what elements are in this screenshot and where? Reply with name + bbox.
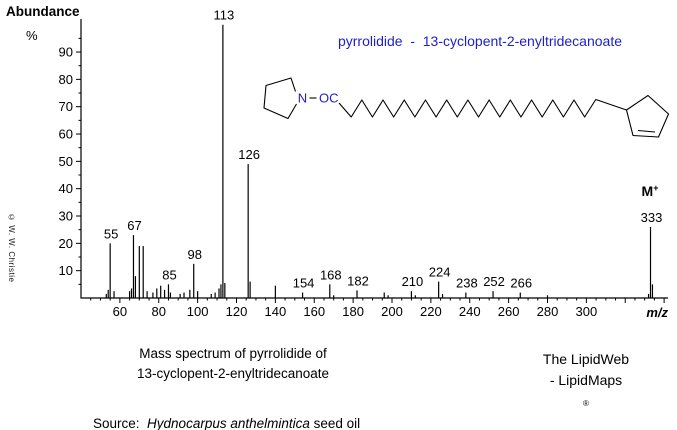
peak-label: 224 <box>429 265 451 280</box>
molecule-structure: N OC <box>263 77 670 138</box>
x-tick-label: 80 <box>152 304 166 319</box>
y-tick-label: 80 <box>59 72 73 87</box>
x-tick-label: 100 <box>187 304 209 319</box>
peak-label: 126 <box>238 147 260 162</box>
source-species: Hydnocarpus anthelmintica <box>147 416 310 430</box>
x-tick-label: 160 <box>303 304 325 319</box>
x-axis-label: m/z <box>646 305 668 320</box>
x-tick-label: 140 <box>265 304 287 319</box>
credit-line-2: - LipidMaps® <box>549 372 623 408</box>
x-tick-label: 300 <box>576 304 598 319</box>
cyclopentene-double-bond <box>637 129 656 133</box>
figure-caption: Mass spectrum of pyrrolidide of 13-cyclo… <box>103 344 363 384</box>
peak-label: 252 <box>483 274 505 289</box>
y-tick-label: 70 <box>59 99 73 114</box>
peak-label: 266 <box>510 276 532 291</box>
registered-mark: ® <box>583 399 589 408</box>
spectrum-title: pyrrolidide - 13-cyclopent-2-enyltrideca… <box>337 33 623 49</box>
x-tick-label: 180 <box>342 304 364 319</box>
peaks-layer <box>105 24 654 298</box>
peak-label: 55 <box>104 226 118 241</box>
x-tick-label: 200 <box>381 304 403 319</box>
x-tick-label: 120 <box>226 304 248 319</box>
source-note: Source: Hydnocarpus anthelmintica seed o… <box>78 401 360 430</box>
peak-label: 98 <box>188 247 202 262</box>
x-tick-label: 260 <box>498 304 520 319</box>
pyrrolidine-ring <box>263 77 297 120</box>
x-tick-label: 240 <box>459 304 481 319</box>
peak-label: 113 <box>214 8 235 23</box>
y-axis-title: Abundance <box>6 4 80 19</box>
peak-label: 85 <box>162 267 176 282</box>
x-tick-label: 220 <box>420 304 442 319</box>
source-suffix: seed oil <box>309 416 361 430</box>
y-tick-label: 30 <box>59 209 73 224</box>
peak-label: 154 <box>293 276 315 291</box>
source-prefix: Source: <box>93 416 148 430</box>
peak-labels-layer: 55 67 85 98 113 126 154 168 182 210 224 238 252 266 33… <box>104 8 662 291</box>
x-tick-label: 280 <box>537 304 559 319</box>
y-tick-label: 20 <box>59 236 73 251</box>
caption-line-2: 13-cyclopent-2-enyltridecanoate <box>136 366 330 381</box>
caption-line-1: Mass spectrum of pyrrolidide of <box>139 346 327 361</box>
y-axis-unit: % <box>26 28 38 43</box>
y-tick-label: 90 <box>59 45 73 60</box>
axes-layer: 60 80 100 120 140 160 180 200 220 240 260 280 300 m/z… <box>59 19 668 320</box>
molecular-ion-label: M+ <box>642 183 659 199</box>
peak-label: 210 <box>402 274 424 289</box>
y-tick-label: 40 <box>59 181 73 196</box>
carbonyl-label: OC <box>319 91 339 106</box>
cyclopentene-ring <box>625 94 670 138</box>
peak-label: 168 <box>320 267 342 282</box>
peak-label: 333 <box>641 210 663 225</box>
alkyl-chain <box>338 98 627 118</box>
y-tick-label: 10 <box>59 263 73 278</box>
peak-label: 182 <box>347 273 369 288</box>
site-credit: The LipidWeb - LipidMaps® <box>521 349 651 414</box>
y-tick-label: 50 <box>59 154 73 169</box>
credit-line-1: The LipidWeb <box>542 351 630 367</box>
copyright-watermark: © W. W. Christie <box>7 213 16 283</box>
peak-label: 67 <box>127 218 141 233</box>
y-tick-label: 60 <box>59 127 73 142</box>
nitrogen-label: N <box>298 91 307 106</box>
x-tick-label: 60 <box>113 304 127 319</box>
peak-label: 238 <box>456 276 478 291</box>
